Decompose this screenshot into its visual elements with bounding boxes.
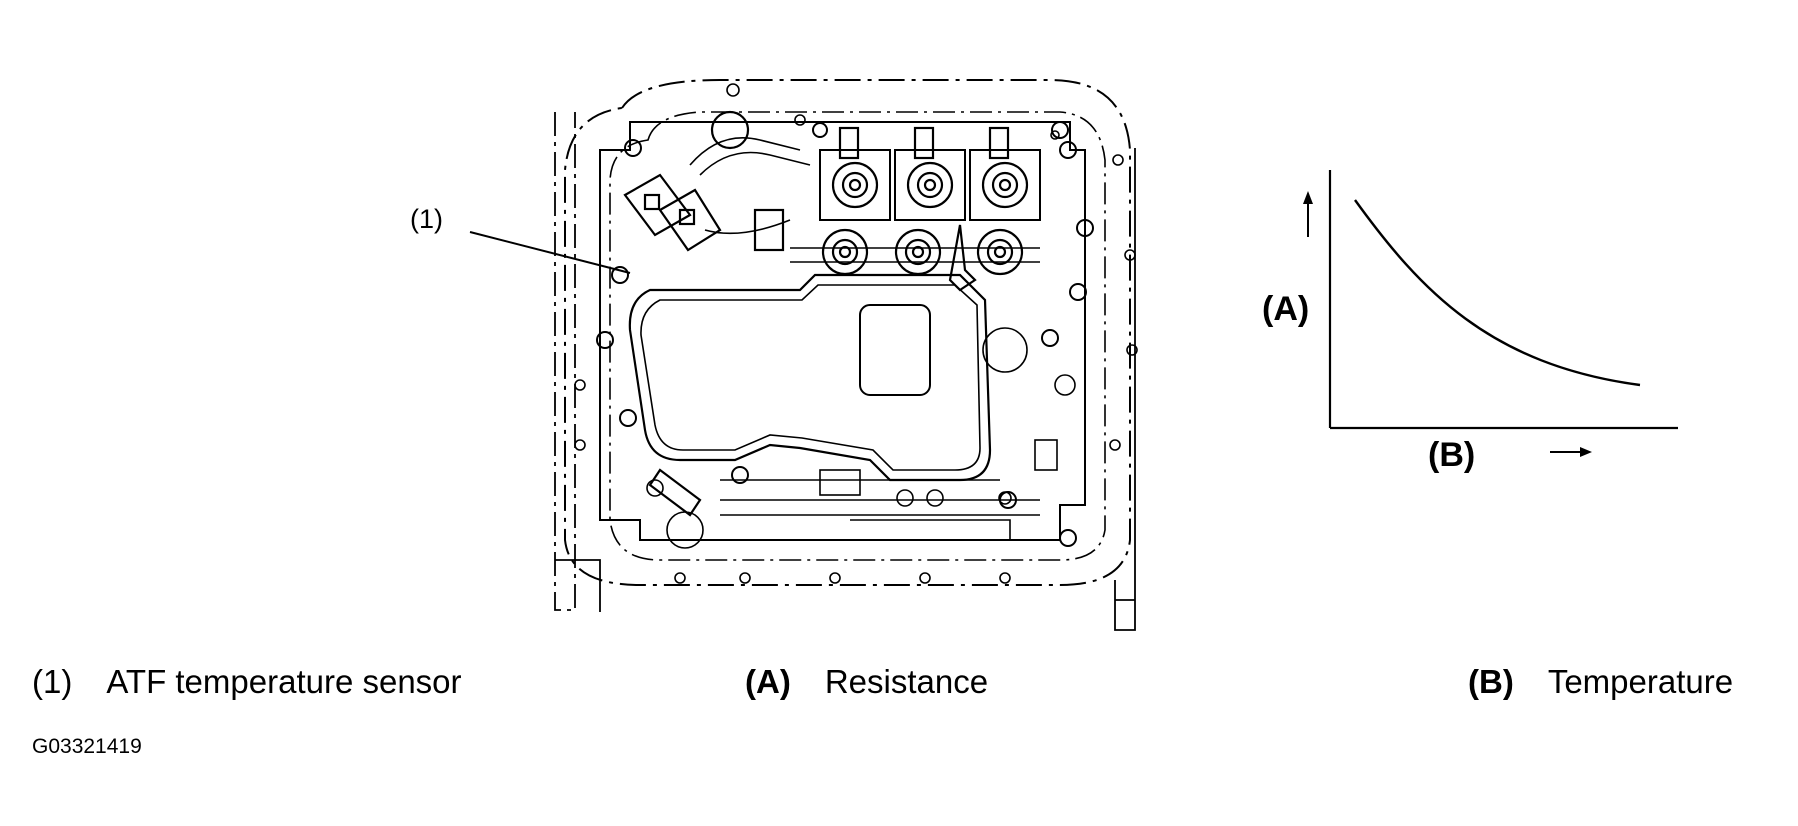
bolts	[596, 121, 1094, 547]
callout-label-1: (1)	[410, 204, 443, 234]
legend-item-b: (B) Temperature	[1468, 663, 1733, 701]
legend-text-a: Resistance	[824, 663, 989, 700]
plate-window	[859, 304, 931, 396]
legend-text-b: Temperature	[1547, 663, 1734, 700]
legend-item-a: (A) Resistance	[745, 663, 988, 701]
y-arrow-head	[1303, 191, 1313, 204]
x-arrow-head	[1580, 447, 1592, 457]
right-flange	[1114, 148, 1136, 631]
valve-body-drawing	[469, 79, 1138, 631]
lower-valve-features	[646, 327, 1076, 549]
resistance-curve	[1354, 199, 1641, 387]
valve-body-outline	[599, 121, 1086, 541]
legend-key-b: (B)	[1468, 663, 1514, 700]
legend-text-1: ATF temperature sensor	[106, 663, 462, 700]
solenoid-upper-row	[819, 126, 1041, 221]
graph-y-label: (A)	[1262, 290, 1310, 328]
solenoid-lower-row	[790, 224, 1040, 292]
figure-id: G03321419	[32, 735, 142, 758]
legend-key-1: (1)	[32, 663, 73, 700]
callout-leader-line	[469, 231, 631, 274]
legend-key-a: (A)	[745, 663, 791, 700]
pan-bolt-holes	[574, 83, 1138, 584]
separator-plate	[628, 273, 992, 482]
graph-x-label: (B)	[1428, 436, 1476, 474]
left-flange	[554, 112, 576, 611]
legend-item-1: (1) ATF temperature sensor	[32, 663, 462, 701]
harness-connectors	[623, 110, 811, 252]
resistance-temperature-graph	[1303, 170, 1678, 457]
oil-pan-outline	[564, 79, 1131, 586]
